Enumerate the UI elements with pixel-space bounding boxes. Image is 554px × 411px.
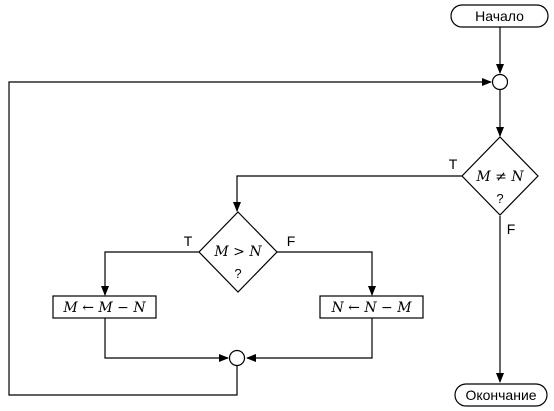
edge-right-to-merge	[246, 318, 373, 362]
edge-inner-true	[101, 251, 201, 296]
start-label: Начало	[475, 8, 524, 24]
decision-outer-condition: M ≠ N	[475, 169, 524, 185]
decision-inner-true-label: T	[184, 233, 193, 249]
start-terminal: Начало	[450, 4, 549, 28]
edge-outer-true	[233, 175, 462, 212]
decision-inner: M > N ? T F	[184, 211, 296, 293]
process-right: N ← N − M	[319, 295, 424, 319]
decision-outer: M ≠ N ? T F	[449, 136, 539, 237]
end-label: Окончание	[465, 387, 536, 403]
decision-outer-question: ?	[496, 191, 503, 206]
end-terminal: Окончание	[454, 383, 548, 407]
process-left-text: M ← M − N	[62, 300, 146, 316]
decision-outer-true-label: T	[449, 156, 458, 172]
edge-inner-false	[276, 251, 376, 296]
decision-inner-condition: M > N	[213, 244, 262, 260]
merge-connector-top	[491, 73, 509, 91]
merge-connector-bottom	[228, 349, 246, 367]
edge-left-to-merge	[104, 318, 229, 362]
process-right-text: N ← N − M	[330, 300, 412, 316]
decision-outer-false-label: F	[507, 221, 516, 237]
process-left: M ← M − N	[52, 295, 157, 319]
decision-inner-question: ?	[234, 266, 241, 281]
edge-loop-back	[8, 78, 492, 396]
connector-lines	[8, 27, 504, 396]
decision-inner-false-label: F	[287, 233, 296, 249]
